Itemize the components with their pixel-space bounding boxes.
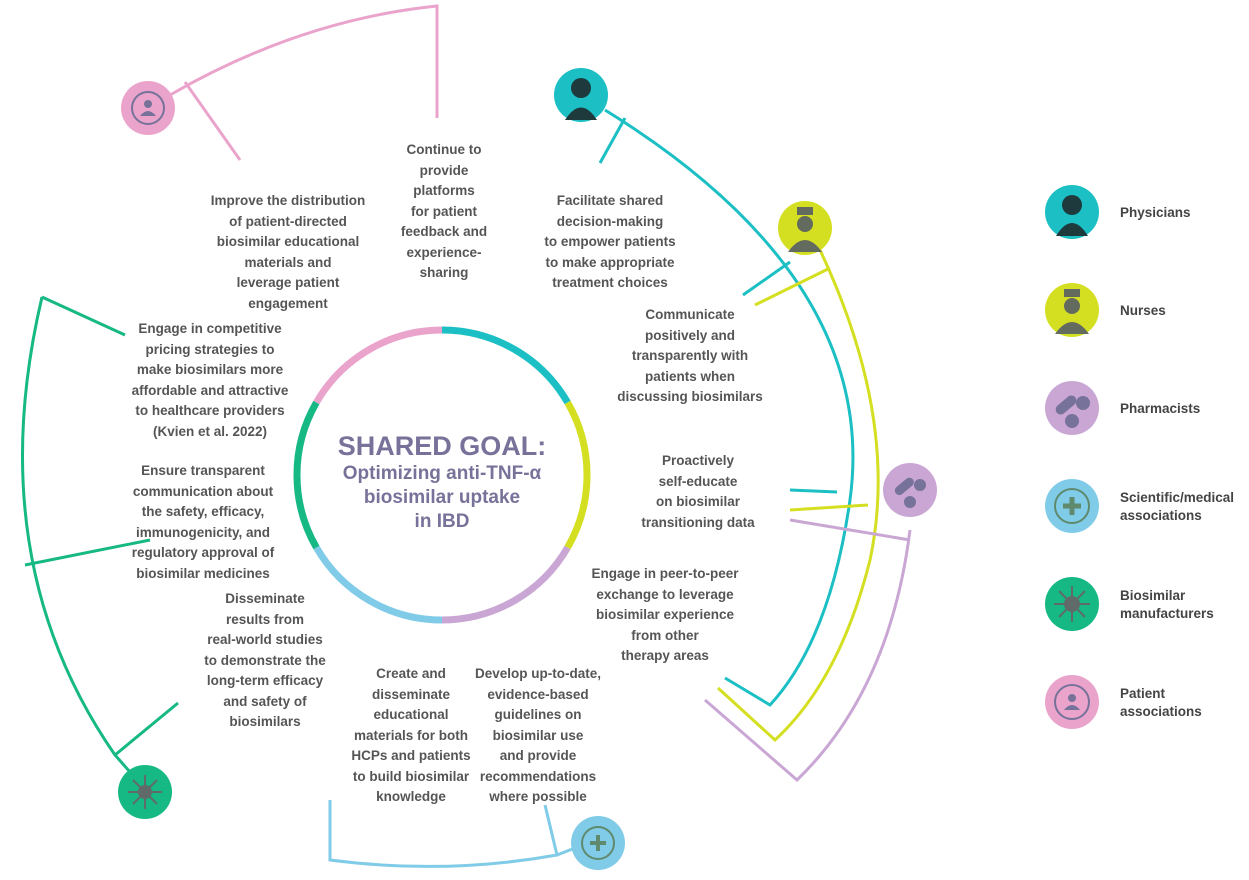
shared-goal-line: biosimilar uptake <box>363 487 521 508</box>
legend-label-physicians: Physicians <box>1120 205 1191 220</box>
ring-nurses <box>564 400 591 550</box>
action-guidelines: Develop up-to-date, evidence-based guide… <box>474 666 602 804</box>
legend-label-pharmacists: Pharmacists <box>1120 401 1201 416</box>
network-plus-icon <box>1045 479 1099 533</box>
network-plus-icon <box>571 816 625 870</box>
shared-goal-title: SHARED GOAL: <box>337 431 547 461</box>
action-pricing: Engage in competitive pricing strategies… <box>131 321 289 439</box>
action-real-world-studies: Disseminate results from real-world stud… <box>204 591 326 729</box>
action-shared-decision: Facilitate shared decision-making to emp… <box>544 193 676 290</box>
legend-label-nurses: Nurses <box>1120 303 1166 318</box>
legend-label-patients: Patient associations <box>1120 686 1202 719</box>
molecule-icon <box>118 765 172 819</box>
molecule-icon <box>1045 577 1099 631</box>
ring-scientific <box>313 545 443 624</box>
ring-manufacturers <box>293 400 320 550</box>
legend-label-scientific: Scientific/medical associations <box>1120 490 1235 523</box>
network-person-icon <box>1045 675 1099 729</box>
pills-icon <box>883 463 937 517</box>
ring-physicians <box>441 326 571 405</box>
patient-association-icon <box>121 81 175 135</box>
action-communicate: Communicate positively and transparently… <box>617 307 763 404</box>
action-self-educate: Proactively self-educate on biosimilar t… <box>641 453 755 530</box>
shared-goal: SHARED GOAL: Optimizing anti-TNF-α biosi… <box>338 430 547 534</box>
action-educational-materials: Create and disseminate educational mater… <box>351 666 471 804</box>
manufacturer-bracket <box>21 295 179 773</box>
pharmacist-bracket <box>704 518 912 783</box>
shared-goal-line: in IBD <box>414 511 470 532</box>
physician-icon <box>1045 185 1099 239</box>
ring-pharmacists <box>441 545 571 624</box>
action-patient-platforms: Continue to provide platforms for patien… <box>400 142 488 280</box>
nurse-icon <box>778 201 832 255</box>
physician-bracket <box>598 108 855 707</box>
ring-patients <box>313 326 443 405</box>
action-patient-materials: Improve the distribution of patient-dire… <box>210 193 366 311</box>
patient-bracket <box>169 4 439 161</box>
action-peer-exchange: Engage in peer-to-peer exchange to lever… <box>591 566 739 663</box>
goal-ring <box>293 326 591 624</box>
action-transparent-communication: Ensure transparent communication about t… <box>131 463 275 581</box>
nurse-bracket <box>716 249 880 743</box>
scientific-bracket <box>328 800 576 868</box>
legend-label-manufacturers: Biosimilar manufacturers <box>1120 588 1214 621</box>
shared-goal-line: Optimizing anti-TNF-α <box>342 463 542 484</box>
nurse-icon <box>1045 283 1099 337</box>
physician-icon <box>554 68 608 122</box>
pills-icon <box>1045 381 1099 435</box>
